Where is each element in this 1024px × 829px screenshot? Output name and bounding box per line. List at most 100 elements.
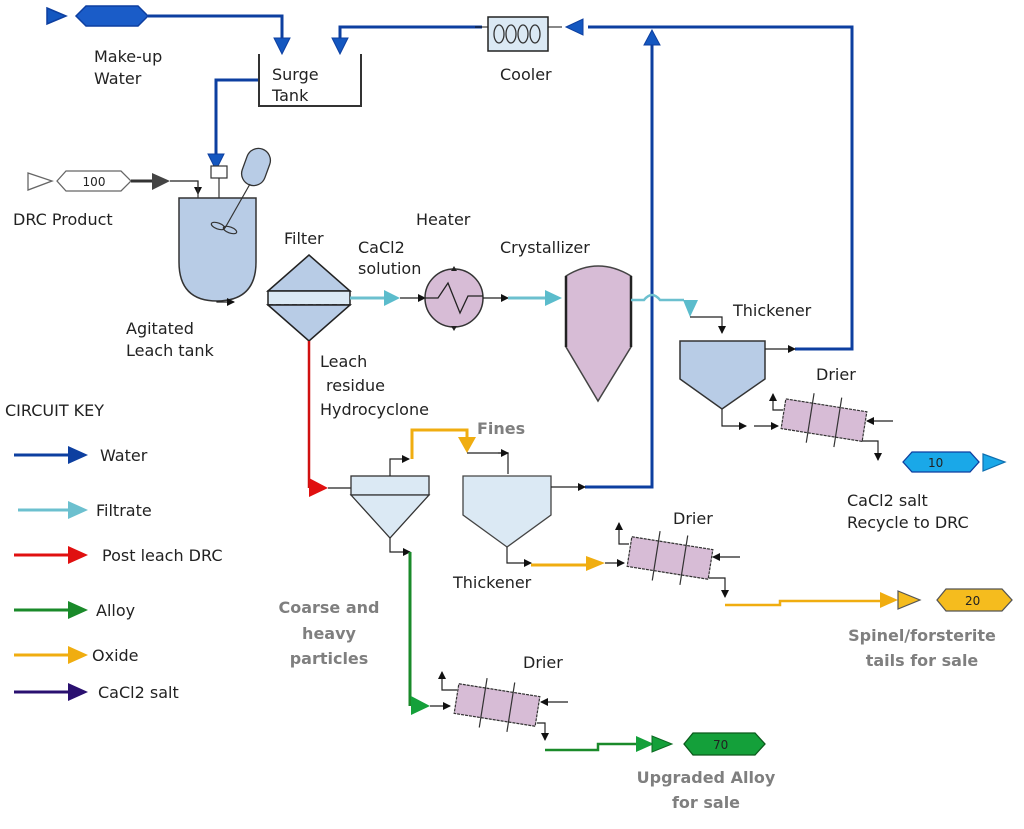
oxide-product-line [725, 599, 890, 607]
key-item: CaCl2 salt [14, 683, 179, 702]
circuit-key-title: CIRCUIT KEY [5, 401, 104, 420]
leach-outlet-line [216, 298, 235, 306]
stream-tag-shape [936, 588, 1013, 612]
upgraded-alloy-label-2: for sale [672, 793, 740, 812]
heater-bottom-port [451, 326, 457, 331]
fines-label: Fines [477, 419, 525, 438]
thickener1-overflow-line [588, 25, 854, 351]
surge-tank-label-1: Surge [272, 65, 319, 84]
hydrocyclone-label-1: Leach [320, 352, 367, 371]
filtrate-arrow [545, 290, 562, 306]
key-item: Water [14, 446, 148, 465]
thickener2-feed-connector [467, 452, 509, 474]
arrow-left-cooler [564, 18, 584, 36]
overflow-connector [389, 455, 410, 476]
cacl2-recycle-label-2: Recycle to DRC [847, 513, 969, 532]
drier-1[interactable] [754, 389, 893, 461]
impeller-icon [222, 225, 238, 235]
spinel-tails-label-1: Spinel/forsterite [848, 626, 996, 645]
cacl2-solution-label-1: CaCl2 [358, 238, 405, 257]
hydrocyclone-label-3: Hydrocyclone [320, 400, 429, 419]
upgraded-alloy-label-1: Upgraded Alloy [637, 768, 776, 787]
makeup-water-stream-tag[interactable] [46, 5, 150, 27]
thickener-1[interactable] [679, 340, 796, 430]
hydrocyclone[interactable] [349, 455, 431, 556]
key-label: Water [100, 446, 148, 465]
stream-arrow-icon [897, 590, 922, 610]
vapor-outlet [438, 671, 457, 691]
drier-2[interactable] [615, 522, 740, 598]
drc-feed-connector [170, 180, 202, 195]
coarse-label-2: heavy [302, 624, 356, 643]
agitator-motor-icon [240, 147, 272, 187]
crystallizer-label: Crystallizer [500, 238, 590, 257]
drc-product-label: DRC Product [13, 210, 113, 229]
alloy-product-line [545, 742, 640, 752]
post-leach-arrow [309, 478, 328, 497]
drier2-outlet [709, 577, 729, 598]
drier2-label: Drier [673, 509, 713, 528]
stream-number: 100 [83, 175, 106, 189]
thickener1-underflow-connector [721, 409, 747, 430]
filtrate-arrow-down [683, 300, 698, 317]
oxide-arrow-down [458, 437, 476, 453]
cacl2-recycle-stream-tag[interactable]: 10 [902, 451, 1007, 473]
crystallizer[interactable] [564, 265, 633, 403]
key-arrow-icon [68, 683, 88, 701]
underflow-connector [389, 538, 411, 556]
arrow-up-junction [643, 28, 661, 46]
stream-tag-shape [683, 732, 766, 756]
drier-3[interactable] [438, 671, 568, 741]
drc-feed-arrow [152, 173, 170, 190]
surge-to-leach-line [214, 78, 258, 158]
spinel-tails-stream-tag[interactable]: 20 [897, 588, 1013, 612]
key-arrow-icon [68, 546, 88, 564]
stream-tag-shape [74, 5, 150, 27]
drc-product-stream-tag[interactable]: 100 [27, 170, 132, 192]
key-label: Post leach DRC [102, 546, 223, 565]
stream-number: 10 [928, 456, 943, 470]
stream-arrow-icon [651, 735, 674, 753]
key-label: Oxide [92, 646, 139, 665]
arrow-down-leach [207, 153, 225, 172]
coarse-label-1: Coarse and [278, 598, 379, 617]
agitated-leach-tank[interactable] [178, 145, 274, 306]
key-item: Oxide [14, 646, 139, 665]
vapor-outlet [615, 522, 629, 545]
oxide-arrow [586, 556, 605, 571]
thickener-2[interactable] [462, 475, 586, 567]
cooler[interactable] [475, 16, 562, 52]
heater-top-port [451, 266, 457, 271]
key-arrow-icon [68, 501, 88, 519]
vapor-outlet [769, 393, 783, 411]
impeller-icon [210, 221, 226, 231]
leach-tank-label-1: Agitated [126, 319, 194, 338]
thickener1-inlet-connector [690, 316, 726, 334]
drier1-label: Drier [816, 365, 856, 384]
fines-oxide-line [410, 428, 469, 459]
heating-coil-icon [425, 281, 483, 315]
key-arrow-icon [68, 646, 88, 664]
filter[interactable] [266, 254, 352, 342]
oxide-arrow [880, 592, 898, 608]
coil-icon [493, 24, 541, 44]
key-arrow-icon [68, 601, 88, 619]
surge-tank[interactable] [258, 54, 362, 107]
key-item: Filtrate [18, 501, 152, 520]
makeup-water-label-2: Water [94, 69, 142, 88]
thickener2-underflow-connector [506, 547, 532, 567]
filtrate-arrow [384, 290, 400, 306]
makeup-water-line [148, 14, 284, 42]
key-label: CaCl2 salt [98, 683, 179, 702]
cacl2-solution-label-2: solution [358, 259, 421, 278]
drier1-outlet [862, 440, 882, 461]
key-arrow-icon [68, 446, 88, 464]
heater[interactable] [424, 266, 484, 331]
water-lines [148, 14, 854, 489]
cooler-to-surge-line [338, 25, 482, 42]
arrow-down-surge-1 [273, 37, 291, 56]
key-label: Alloy [96, 601, 135, 620]
alloy-arrow [636, 736, 654, 752]
upgraded-alloy-stream-tag[interactable]: 70 [651, 732, 766, 756]
agitator-shaft [224, 183, 251, 229]
